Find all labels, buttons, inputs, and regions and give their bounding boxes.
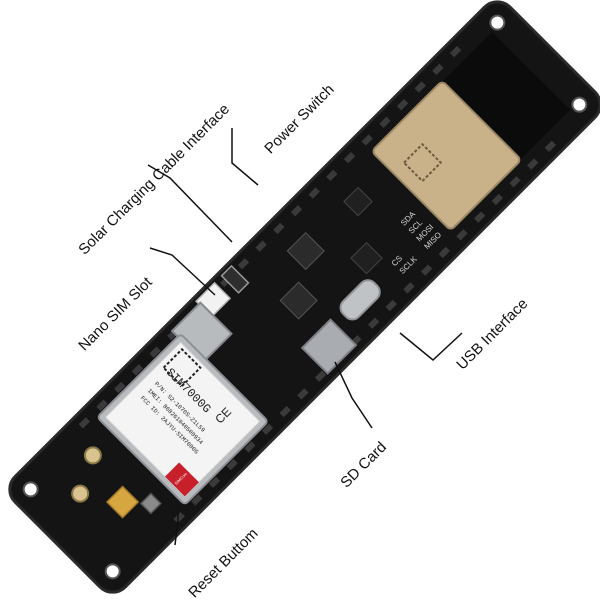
reset-button — [139, 492, 162, 515]
chip — [343, 186, 373, 217]
pin-row-bottom — [173, 140, 557, 524]
sd-card-slot — [300, 318, 358, 375]
antenna-connector — [71, 484, 90, 503]
leader-sim — [149, 247, 216, 296]
inductor — [286, 231, 325, 271]
esp32-shield — [372, 81, 521, 230]
brand-logo — [164, 462, 199, 497]
mount-hole — [571, 96, 588, 113]
module-qr — [162, 347, 202, 388]
leader-sd — [334, 361, 373, 429]
leader-reset — [174, 505, 179, 546]
chip — [350, 241, 383, 275]
mount-hole — [489, 14, 506, 31]
inductor — [279, 281, 318, 320]
antenna-connector — [83, 446, 102, 465]
gold-pads — [105, 485, 140, 519]
leader-usb — [399, 332, 463, 361]
module-sticker — [104, 341, 261, 498]
leader-power — [231, 128, 259, 186]
mount-hole — [22, 481, 39, 498]
power-switch — [220, 264, 250, 294]
mount-hole — [104, 563, 121, 580]
leader-solar — [147, 164, 233, 243]
esp32-antenna — [442, 31, 571, 160]
usb-c-port — [339, 279, 381, 321]
